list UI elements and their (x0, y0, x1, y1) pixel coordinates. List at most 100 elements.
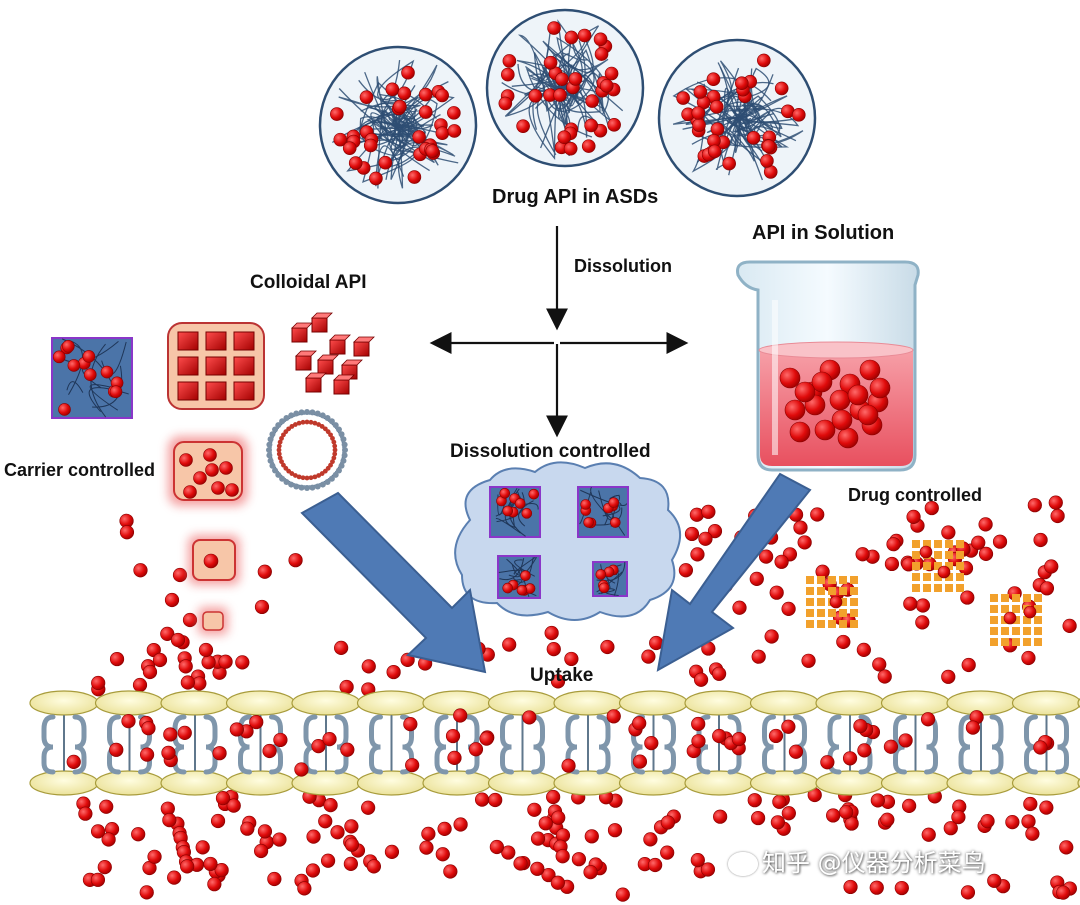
drug-particle (257, 564, 272, 579)
membrane-unit (1011, 690, 1080, 796)
drug-particle (903, 596, 918, 611)
coated-crystal (497, 555, 541, 599)
liposome-icon (266, 409, 348, 491)
drug-particle (167, 870, 182, 885)
drug-particle (306, 829, 321, 844)
drug-particle (961, 657, 976, 673)
membrane-unit (225, 690, 296, 796)
drug-particle (793, 520, 808, 535)
channel-protein (500, 714, 545, 775)
drug-particle (844, 816, 859, 831)
drug-particle (359, 90, 374, 104)
drug-particle (757, 53, 771, 68)
drug-particle (906, 509, 921, 524)
dissolution-label: Dissolution (574, 256, 672, 276)
drug-particle (971, 535, 986, 550)
drug-particle (898, 733, 913, 748)
drug-particle (797, 535, 812, 550)
drug-particle (218, 654, 233, 669)
drug-particle (581, 139, 596, 153)
drug-particle (853, 718, 868, 734)
drug-particle (219, 461, 233, 475)
drug-particle (514, 498, 526, 509)
drug-particle (894, 880, 909, 896)
drug-particle (568, 72, 583, 86)
drug-particle (577, 28, 592, 43)
drug-particle (770, 815, 785, 830)
drug-particle (547, 21, 561, 35)
drug-particle (1005, 815, 1020, 830)
drug-particle (226, 798, 241, 813)
nanocrystal-icon (167, 322, 265, 410)
drug-particle (58, 403, 71, 416)
drug-particle (870, 793, 885, 808)
carrier-particles (168, 436, 248, 635)
drug-particle (225, 483, 239, 497)
drug-particle (553, 88, 567, 102)
drug-particle (180, 859, 195, 874)
drug-particle (774, 81, 789, 96)
drug-particle (403, 717, 418, 732)
drug-particle (915, 598, 931, 613)
drug-particle (210, 813, 226, 829)
drug-particle (1021, 814, 1036, 829)
drug-particle (425, 144, 440, 158)
drug-particle (839, 805, 854, 820)
drug-particle (498, 96, 513, 111)
drug-particle (121, 714, 136, 729)
drug-particle (584, 118, 598, 133)
drug-particle (82, 350, 96, 363)
drug-particle (330, 107, 344, 121)
drug-particle (583, 517, 594, 528)
drug-particle (546, 789, 561, 805)
drug-particle (643, 832, 658, 847)
drug-particle (344, 837, 360, 852)
drug-particle (811, 371, 833, 393)
drug-particle (690, 852, 705, 868)
drug-particle (760, 154, 774, 168)
membrane-unit (487, 690, 558, 796)
drug-particle (203, 448, 217, 462)
drug-particle (214, 863, 229, 878)
drug-particle (528, 488, 540, 500)
drug-particle (761, 139, 776, 153)
drug-particle (709, 100, 724, 114)
drug-particle (530, 831, 546, 846)
drug-particle (343, 856, 358, 871)
drug-particle (691, 716, 706, 732)
drug-particle (691, 106, 706, 120)
drug-particle (1050, 508, 1065, 524)
drug-particle (550, 674, 566, 689)
drug-particle (1021, 650, 1036, 666)
drug-particle (693, 85, 708, 99)
drug-particle (595, 569, 607, 580)
drug-particle (781, 806, 796, 821)
drug-particle (810, 507, 825, 522)
drug-particle (501, 67, 515, 82)
drug-particle (691, 734, 706, 749)
drug-particle (599, 78, 614, 93)
drug-particle (594, 47, 609, 61)
drug-particle (960, 590, 975, 605)
drug-particle (779, 367, 801, 389)
drug-particle (584, 829, 599, 844)
drug-particle (366, 859, 381, 874)
drug-particle (943, 821, 958, 836)
drug-particle (1025, 826, 1040, 841)
drug-particle (855, 547, 870, 562)
drug-particle (183, 485, 197, 499)
carrier-controlled-label: Carrier controlled (4, 460, 156, 480)
drug-particle (489, 839, 504, 855)
drug-particle (1023, 796, 1038, 812)
drug-particle (193, 471, 207, 485)
carrier-lattice (806, 576, 858, 628)
drug-particle (902, 798, 917, 814)
drug-particle (421, 826, 436, 841)
drug-particle (759, 549, 774, 564)
drug-particle (583, 864, 598, 880)
drug-particle (288, 553, 303, 568)
drug-particle (267, 871, 282, 887)
drug-particle (139, 885, 154, 900)
drug-particle (132, 677, 148, 693)
drug-particle (842, 751, 858, 766)
